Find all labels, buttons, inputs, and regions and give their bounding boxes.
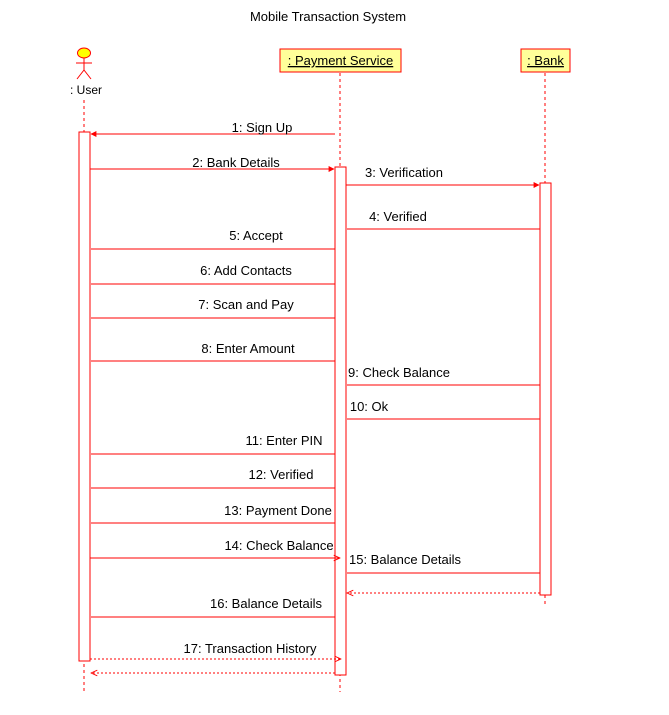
message-label: 2: Bank Details (192, 155, 280, 170)
message-label: 3: Verification (365, 165, 443, 180)
message-10: 10: Ok (347, 399, 540, 420)
message-7: 7: Scan and Pay (91, 297, 335, 319)
participant-payment-service: : Payment Service (279, 48, 402, 73)
message-label: 10: Ok (350, 399, 389, 414)
participant-box-payment-service (279, 48, 402, 73)
message-label: 7: Scan and Pay (198, 297, 294, 312)
message-15: 15: Balance Details (347, 552, 540, 574)
participant-label-user: : User (70, 83, 102, 97)
message-17: 17: Transaction History (90, 641, 341, 659)
participant-label-payment-service: : Payment Service (288, 53, 394, 68)
message-label: 8: Enter Amount (201, 341, 295, 356)
message-label: 12: Verified (248, 467, 313, 482)
activation-bar-payment-service (334, 166, 347, 676)
message-4: 4: Verified (347, 209, 540, 230)
message-label: 16: Balance Details (210, 596, 323, 611)
message-11: 11: Enter PIN (91, 433, 335, 455)
participant-label-bank: : Bank (527, 53, 564, 68)
message-16: 16: Balance Details (91, 596, 335, 618)
activation-bar-bank (539, 182, 552, 596)
message-label: 1: Sign Up (232, 120, 293, 135)
message-label: 11: Enter PIN (245, 433, 322, 448)
message-label: 15: Balance Details (349, 552, 462, 567)
message-label: 9: Check Balance (348, 365, 450, 380)
message-label: 6: Add Contacts (200, 263, 292, 278)
message-9: 9: Check Balance (347, 365, 540, 386)
message-label: 4: Verified (369, 209, 427, 224)
diagram-title: Mobile Transaction System (250, 9, 406, 24)
message-5: 5: Accept (91, 228, 335, 250)
participant-user: : User (70, 47, 102, 97)
stick-figure-actor-icon (76, 47, 92, 80)
message-label: 13: Payment Done (224, 503, 332, 518)
message-label: 17: Transaction History (184, 641, 317, 656)
participant-bank: : Bank (520, 48, 571, 73)
message-label: 5: Accept (229, 228, 283, 243)
participant-box-bank (520, 48, 571, 73)
message-14: 14: Check Balance (90, 538, 340, 558)
message-8: 8: Enter Amount (91, 341, 335, 362)
message-2: 2: Bank Details (90, 155, 335, 172)
message-1: 1: Sign Up (90, 120, 335, 137)
message-13: 13: Payment Done (91, 503, 335, 524)
message-12: 12: Verified (91, 467, 335, 489)
message-3: 3: Verification (346, 165, 540, 188)
message-label: 14: Check Balance (224, 538, 333, 553)
message-6: 6: Add Contacts (91, 263, 335, 285)
activation-bar-user (78, 131, 91, 662)
